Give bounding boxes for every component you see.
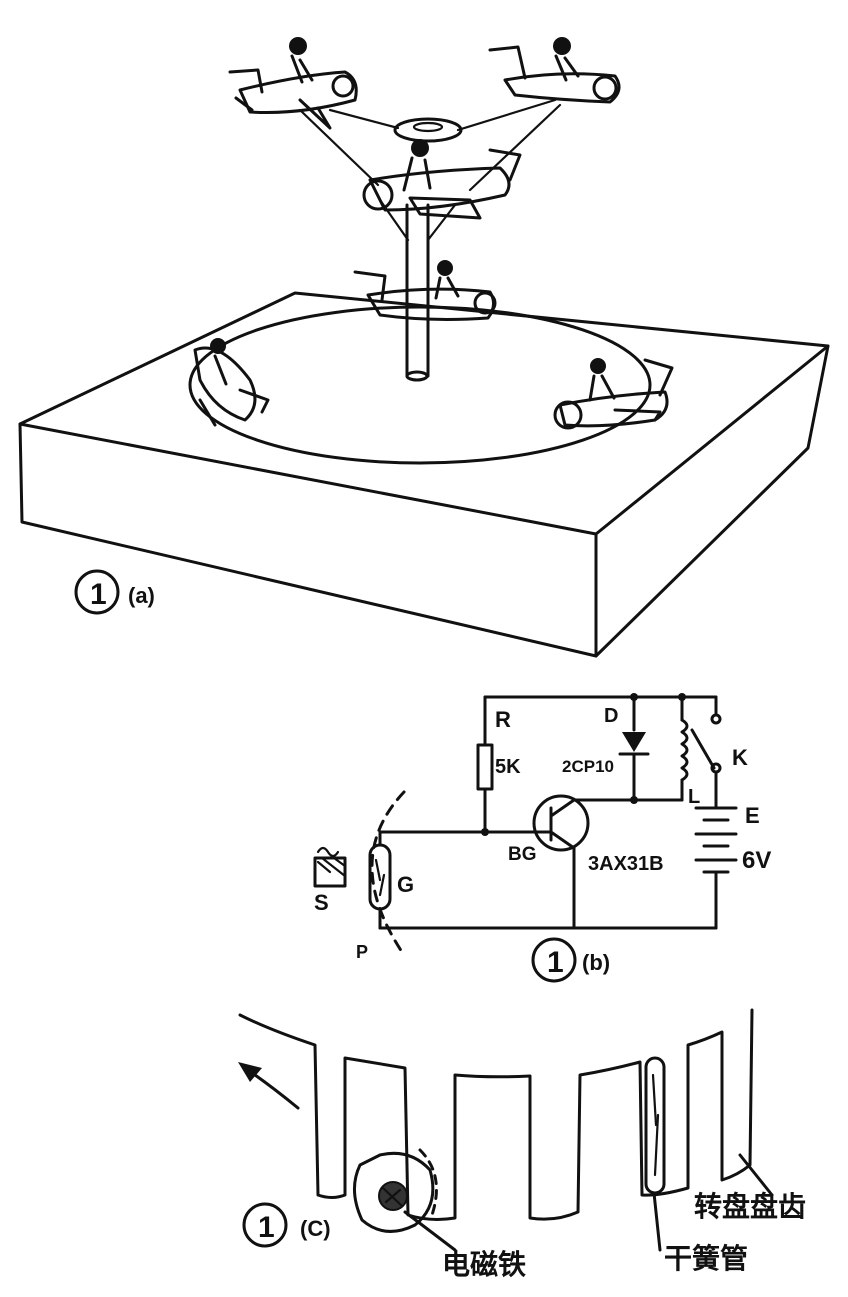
label-s: S: [314, 890, 329, 915]
airplane-right: [553, 358, 674, 430]
airplane-top-right: [488, 37, 621, 104]
diode-d: [618, 693, 650, 804]
label-bg-value: 3AX31B: [588, 853, 664, 875]
figure-a-number: 1: [90, 578, 107, 611]
figure-b-label: 1 (b): [531, 937, 610, 983]
resistor-r: [476, 743, 494, 791]
label-e: E: [745, 803, 760, 828]
label-g: G: [397, 872, 414, 897]
label-bg: BG: [508, 844, 537, 865]
figure-b-sub: (b): [582, 950, 610, 975]
electromagnet: [353, 1148, 457, 1252]
label-e-value: 6V: [742, 847, 771, 874]
track-ring: [188, 305, 652, 465]
battery-e: [694, 806, 738, 930]
airplane-center: [362, 139, 522, 220]
gear-arc-p: [370, 790, 406, 957]
label-d: D: [604, 705, 618, 727]
figure-a-sub: (a): [128, 583, 155, 608]
label-k: K: [732, 745, 748, 770]
figure-a-label: 1 (a): [74, 569, 155, 615]
airplane-back: [353, 260, 497, 321]
airplane-top-left: [228, 37, 358, 130]
reed-tube: [644, 1056, 666, 1252]
turntable-gear-teeth: [238, 1008, 754, 1221]
figure-c-number: 1: [258, 1211, 275, 1244]
base-box: [18, 291, 830, 658]
rotation-arrow-icon: [238, 1062, 300, 1110]
figure-b-number: 1: [547, 946, 564, 979]
figure-c-gear: 转盘盘齿 电磁铁 干簧管 1 (C): [238, 1008, 806, 1281]
label-p: P: [356, 942, 368, 962]
figure-a-carousel: 1 (a): [18, 37, 830, 658]
label-l: L: [688, 786, 700, 808]
center-pole: [405, 203, 430, 382]
label-reed-tube: 干簧管: [664, 1242, 748, 1275]
magnet-s: [313, 846, 347, 888]
relay-coil-l: [632, 693, 689, 802]
label-r-value: 5K: [495, 756, 521, 778]
label-electromagnet: 电磁铁: [442, 1248, 526, 1281]
airplane-left: [193, 338, 270, 427]
figure-b-circuit: R 5K D 2CP10 K L E 6V BG 3AX31B G S P 1 …: [313, 693, 771, 983]
transistor-bg: [483, 794, 636, 930]
top-hub: [298, 98, 562, 242]
label-r: R: [495, 707, 511, 732]
label-turntable-gear: 转盘盘齿: [694, 1190, 806, 1223]
reed-switch-k: [690, 695, 722, 810]
label-d-value: 2CP10: [562, 757, 614, 776]
figure-c-sub: (C): [300, 1216, 331, 1241]
figure-c-label: 1 (C): [242, 1202, 331, 1248]
